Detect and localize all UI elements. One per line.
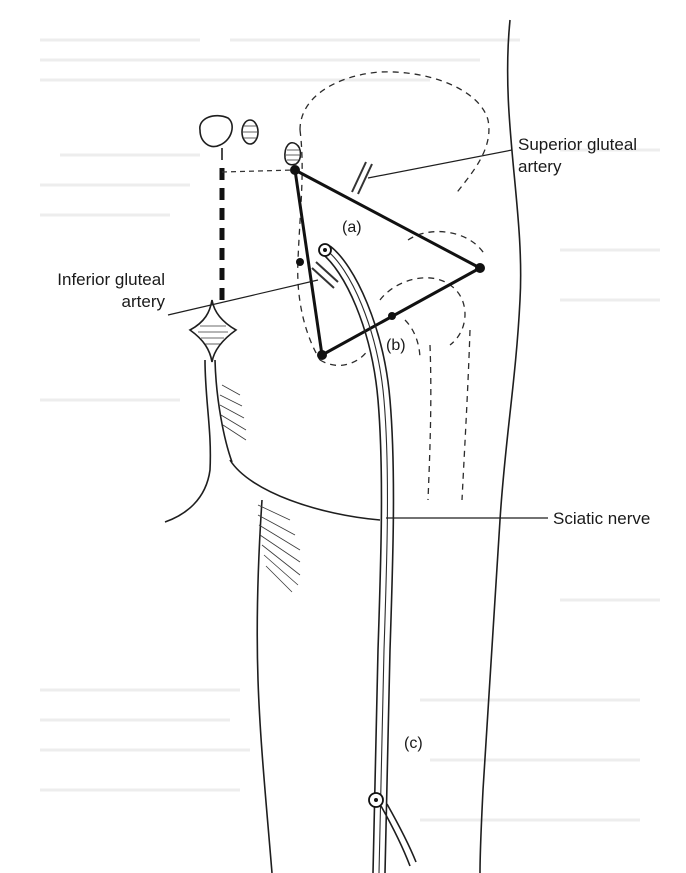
marker-b-label: (b) (386, 337, 406, 354)
pelvis-bone-outline (298, 72, 489, 500)
superior-gluteal-artery-label-1: Superior gluteal (518, 135, 637, 154)
inferior-gluteal-artery-label-1: Inferior gluteal (57, 270, 165, 289)
surface-marking-lines (290, 165, 485, 360)
inferior-gluteal-artery-label-2: artery (122, 292, 166, 311)
sacrum-marks (190, 116, 301, 362)
body-outline (165, 20, 521, 873)
background-text-ghost (40, 40, 660, 820)
greater-trochanter-point (475, 263, 485, 273)
ischial-tuberosity-point (317, 350, 327, 360)
superior-gluteal-leader (368, 150, 512, 178)
midpoint-b (388, 312, 396, 320)
buttock-shading (220, 385, 300, 592)
marker-c-label: (c) (404, 735, 423, 752)
superior-gluteal-artery-label-2: artery (518, 157, 562, 176)
marker-a-label: (a) (342, 219, 362, 236)
midpoint-a (296, 258, 304, 266)
inferior-gluteal-leader (168, 280, 318, 315)
sciatic-nerve-label: Sciatic nerve (553, 509, 650, 528)
psis-point (290, 165, 300, 175)
